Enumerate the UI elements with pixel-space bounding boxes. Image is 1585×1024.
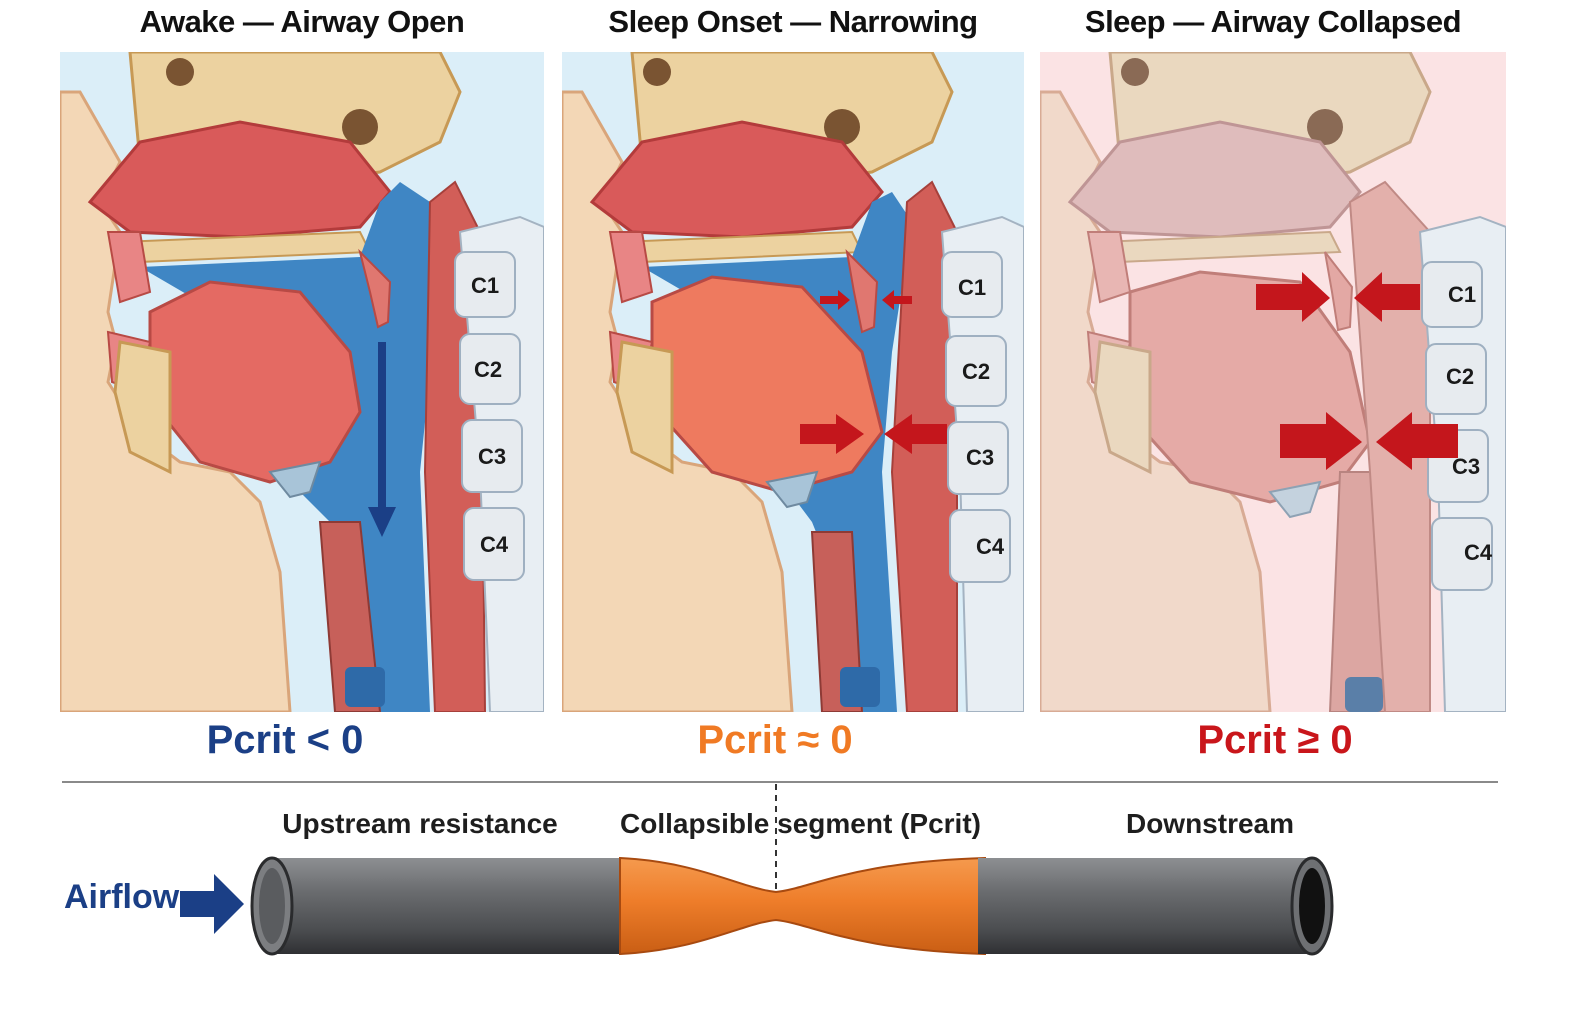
vertebra-label-c4: C4 (480, 532, 509, 557)
divider-line (62, 781, 1498, 783)
collapsible-label: Collapsible segment (Pcrit) (620, 808, 981, 839)
vertebra-label-c3: C3 (966, 445, 994, 470)
arrow-compress-icon (1280, 412, 1362, 470)
arrow-compress-icon (1376, 412, 1458, 470)
vertebra-label-c1: C1 (471, 273, 499, 298)
collapsible-tube (619, 856, 986, 956)
panel-awake: C1 C2 C3 C4 (60, 52, 544, 712)
vertebra-label-c1: C1 (958, 275, 986, 300)
upstream-tube (250, 856, 630, 956)
panel-title-collapsed: Sleep — Airway Collapsed (1084, 4, 1462, 39)
anatomy-awake-illustration: C1 C2 C3 C4 (60, 52, 544, 712)
upstream-label: Upstream resistance (282, 808, 558, 839)
arrow-compress-icon (1256, 272, 1330, 322)
airflow-label: Airflow (64, 878, 180, 916)
panel-title-onset: Sleep Onset — Narrowing (608, 4, 978, 39)
pcrit-label-collapsed: Pcrit ≥ 0 (1197, 718, 1353, 762)
downstream-label: Downstream (1125, 808, 1295, 839)
anatomy-collapsed-illustration: C1 C2 C3 C4 (1040, 52, 1506, 712)
arrow-compress-icon (1354, 272, 1420, 322)
arrow-compress-icon (884, 414, 947, 454)
arrow-compress-icon (800, 414, 864, 454)
vertebra-label-c2: C2 (474, 357, 502, 382)
downstream-tube (978, 856, 1334, 956)
arrow-compress-icon (820, 290, 850, 310)
vertebra-label-c2: C2 (962, 359, 990, 384)
vertebra-label-c4: C4 (976, 534, 1005, 559)
pcrit-label-awake: Pcrit < 0 (206, 718, 364, 762)
vertebra-label-c1: C1 (1448, 282, 1476, 307)
arrow-down-icon (368, 342, 396, 537)
panel-onset: C1 C2 C3 C4 (562, 52, 1024, 712)
vertebra-label-c4: C4 (1464, 540, 1493, 565)
vertebra-label-c2: C2 (1446, 364, 1474, 389)
vertebra-label-c3: C3 (1452, 454, 1480, 479)
anatomy-onset-illustration: C1 C2 C3 C4 (562, 52, 1024, 712)
arrow-right-icon (180, 874, 244, 934)
panel-title-awake: Awake — Airway Open (139, 4, 465, 39)
vertebra-label-c3: C3 (478, 444, 506, 469)
panel-collapsed: C1 C2 C3 C4 (1040, 52, 1506, 712)
pcrit-label-onset: Pcrit ≈ 0 (697, 718, 853, 762)
arrow-compress-icon (882, 290, 912, 310)
